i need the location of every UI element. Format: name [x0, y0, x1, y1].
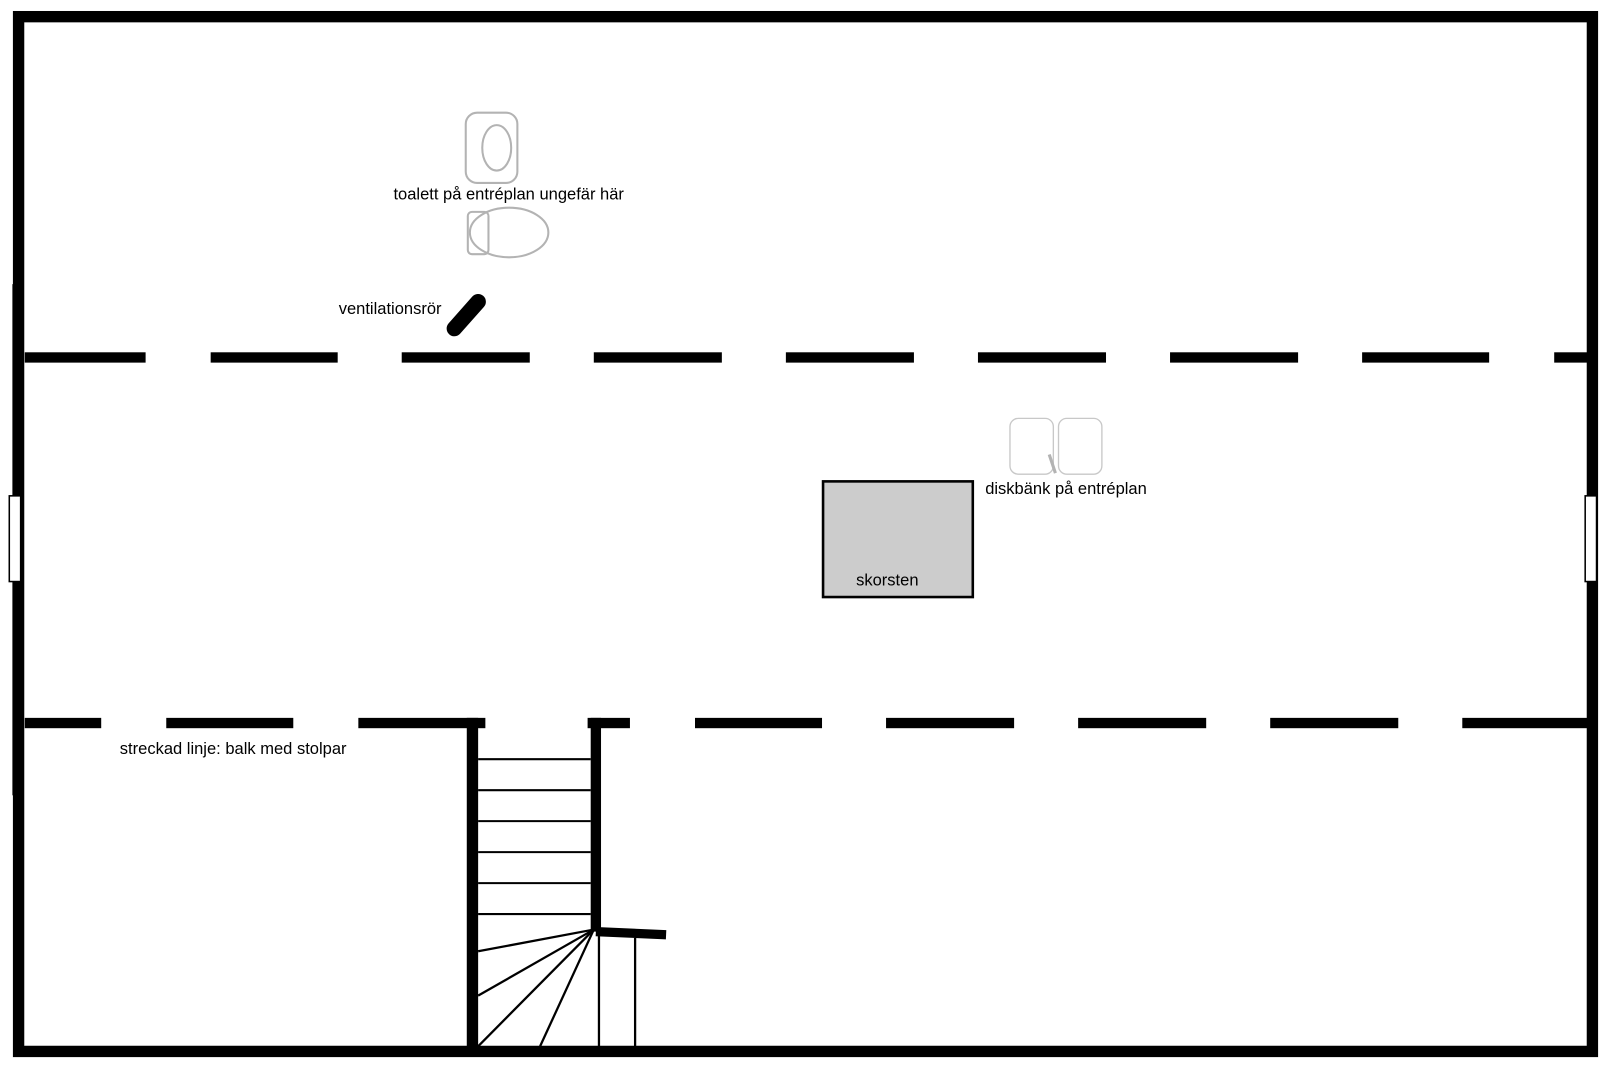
- beam-segment: [401, 352, 530, 363]
- stair-winder: [477, 928, 595, 997]
- stair-winder: [539, 929, 595, 1047]
- window-right: [1584, 495, 1598, 583]
- sink-icon: [1009, 417, 1103, 475]
- beam-segment: [1362, 352, 1490, 363]
- beam-segment: [977, 352, 1107, 363]
- beam-segment: [695, 717, 823, 729]
- beam-segment: [886, 717, 1015, 729]
- chimney: [821, 480, 975, 599]
- stair-landing-wall: [595, 926, 667, 940]
- legend-label: streckad linje: balk med stolpar: [120, 739, 347, 758]
- beam-segment: [587, 717, 630, 729]
- toilet-icon: [464, 111, 550, 259]
- beam-segment: [593, 352, 722, 363]
- beam-segment: [210, 352, 338, 363]
- beam-dashed-upper: [24, 352, 1589, 363]
- beam-segment: [24, 717, 102, 729]
- beam-segment: [358, 717, 486, 729]
- beam-segment: [1462, 717, 1589, 729]
- beam-segment: [24, 352, 146, 363]
- beam-segment: [1270, 717, 1399, 729]
- chimney-label: skorsten: [856, 571, 918, 590]
- stair-wall-left: [466, 717, 479, 1052]
- outer-wall: [12, 10, 1599, 1058]
- beam-segment: [1078, 717, 1207, 729]
- stair-winder: [477, 928, 595, 953]
- sink-label: diskbänk på entréplan: [985, 479, 1147, 498]
- stair-wall-right: [590, 717, 602, 932]
- beam-dashed-lower: [24, 717, 1589, 729]
- staircase: [466, 717, 667, 1052]
- vent-pipe-label: ventilationsrör: [339, 299, 442, 318]
- beam-segment: [1170, 352, 1299, 363]
- stair-winder: [477, 928, 595, 1048]
- beam-segment: [166, 717, 294, 729]
- beam-segment: [785, 352, 914, 363]
- window-left: [8, 495, 22, 583]
- toilet-label: toalett på entréplan ungefär här: [393, 184, 624, 203]
- beam-segment: [1554, 352, 1589, 363]
- vent-pipe-icon: [446, 293, 486, 337]
